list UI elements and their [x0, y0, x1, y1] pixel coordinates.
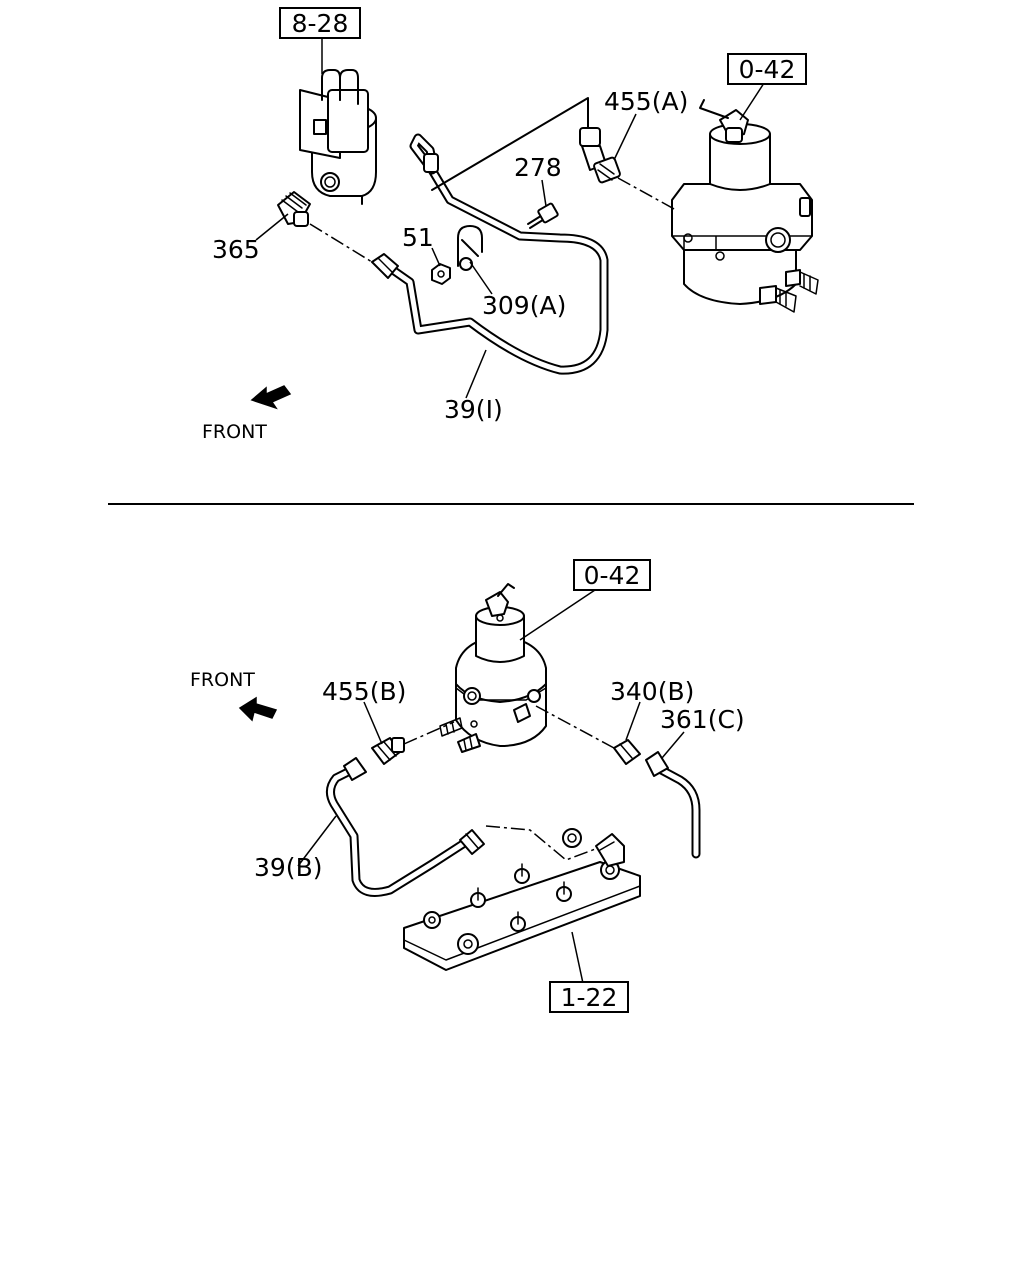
injection-block	[403, 828, 641, 971]
fitting-340b	[613, 739, 641, 765]
top-assembly: 8-28 0-42 455(A) 278 365 51 309(A) 39(I)…	[202, 7, 819, 443]
ref-box-1-22	[549, 981, 629, 1013]
block-fittings	[423, 828, 620, 955]
nut-51	[431, 263, 451, 285]
elbow-fitting-365	[277, 191, 311, 227]
label-309a: 309(A)	[482, 291, 566, 320]
ref-label-0-42-bottom: 0-42	[584, 561, 641, 590]
front-arrow-icon	[250, 385, 292, 410]
label-361c: 361(C)	[660, 705, 745, 734]
fuel-pipe-39b	[326, 757, 485, 897]
pressure-switch	[299, 69, 377, 205]
centerline-365	[309, 223, 373, 263]
bolt-278	[527, 202, 559, 229]
front-label-bottom: FRONT	[190, 669, 255, 691]
label-455b: 455(B)	[322, 677, 406, 706]
fuel-regulator-bottom	[439, 583, 547, 753]
centerline-block	[485, 825, 599, 861]
ref-label-1-22: 1-22	[561, 983, 618, 1012]
pipe-connection-line	[431, 97, 589, 191]
label-365: 365	[212, 235, 260, 264]
centerline-340b	[535, 705, 615, 749]
ref-box-8-28	[279, 7, 361, 39]
pipe-361c	[645, 751, 701, 859]
ref-box-0-42-top	[727, 53, 807, 85]
label-340b: 340(B)	[610, 677, 694, 706]
front-arrow-bottom-icon	[238, 696, 278, 722]
fitting-455a	[579, 127, 621, 184]
bottom-assembly: 0-42 1-22 455(B) 340(B) 361(C) 39(B) FRO…	[190, 559, 745, 1013]
fuel-pipe-39i	[371, 133, 609, 375]
ref-box-0-42-bottom	[573, 559, 651, 591]
label-39i: 39(I)	[444, 395, 503, 424]
clip-309a	[457, 225, 483, 271]
front-label-top: FRONT	[202, 421, 267, 443]
centerline-455a	[617, 177, 677, 211]
ref-label-8-28: 8-28	[292, 9, 349, 38]
label-51: 51	[402, 223, 434, 252]
fitting-455b	[371, 737, 405, 765]
centerline-455b	[403, 721, 455, 745]
label-278: 278	[514, 153, 562, 182]
label-455a: 455(A)	[604, 87, 688, 116]
fuel-regulator-top	[671, 99, 819, 313]
label-39b: 39(B)	[254, 853, 322, 882]
ref-label-0-42-top: 0-42	[739, 55, 796, 84]
